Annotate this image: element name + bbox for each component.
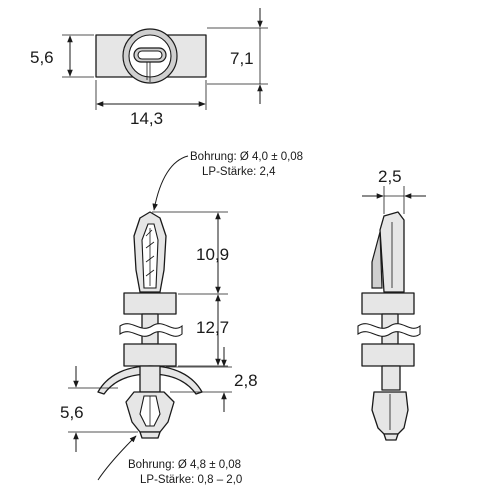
side-view xyxy=(357,211,421,441)
dimension-top-width-right: 7,1 xyxy=(207,8,268,104)
front-lower-flange xyxy=(123,343,177,367)
dimension-middle-length: 12,7 xyxy=(178,294,229,367)
side-upper-flange xyxy=(361,292,415,315)
top-view-slot-inner xyxy=(137,50,163,60)
svg-text:LP-Stärke: 2,4: LP-Stärke: 2,4 xyxy=(202,166,276,178)
top-view xyxy=(95,28,207,84)
svg-text:LP-Stärke: 0,8 – 2,0: LP-Stärke: 0,8 – 2,0 xyxy=(140,474,242,486)
front-lower-tip xyxy=(139,431,161,439)
side-lower-shaft xyxy=(381,365,401,391)
front-upper-flange xyxy=(123,292,177,315)
side-upper-hook xyxy=(371,231,383,289)
side-lower-tip xyxy=(383,433,399,441)
dimension-lower-height-label: 5,6 xyxy=(60,403,84,422)
dimension-top-width-right-label: 7,1 xyxy=(230,49,254,68)
side-break-mark xyxy=(357,323,421,337)
dimension-side-width: 2,5 xyxy=(362,167,426,214)
dimension-middle-length-label: 12,7 xyxy=(196,318,229,337)
svg-text:Bohrung: Ø 4,8 ± 0,08: Bohrung: Ø 4,8 ± 0,08 xyxy=(128,459,241,471)
dimension-upper-length: 10,9 xyxy=(152,211,229,295)
front-lower-shaft xyxy=(139,365,161,393)
note-upper-bore: Bohrung: Ø 4,0 ± 0,08 LP-Stärke: 2,4 xyxy=(152,151,303,211)
dimension-top-height: 5,6 xyxy=(30,34,94,78)
front-break-mark xyxy=(119,323,183,337)
dimension-top-length: 14,3 xyxy=(95,80,207,128)
dimension-upper-length-label: 10,9 xyxy=(196,245,229,264)
dimension-lower-short: 2,8 xyxy=(166,347,258,412)
dimension-top-length-label: 14,3 xyxy=(130,109,163,128)
dimension-top-height-label: 5,6 xyxy=(30,48,54,67)
svg-text:Bohrung: Ø 4,0 ± 0,08: Bohrung: Ø 4,0 ± 0,08 xyxy=(190,151,303,163)
dimension-lower-short-label: 2,8 xyxy=(234,371,258,390)
dimension-side-width-label: 2,5 xyxy=(378,167,402,186)
front-view xyxy=(97,211,203,439)
side-lower-flange xyxy=(361,343,415,367)
dimension-lower-height: 5,6 xyxy=(60,366,138,452)
note-lower-bore: Bohrung: Ø 4,8 ± 0,08 LP-Stärke: 0,8 – 2… xyxy=(97,435,242,486)
